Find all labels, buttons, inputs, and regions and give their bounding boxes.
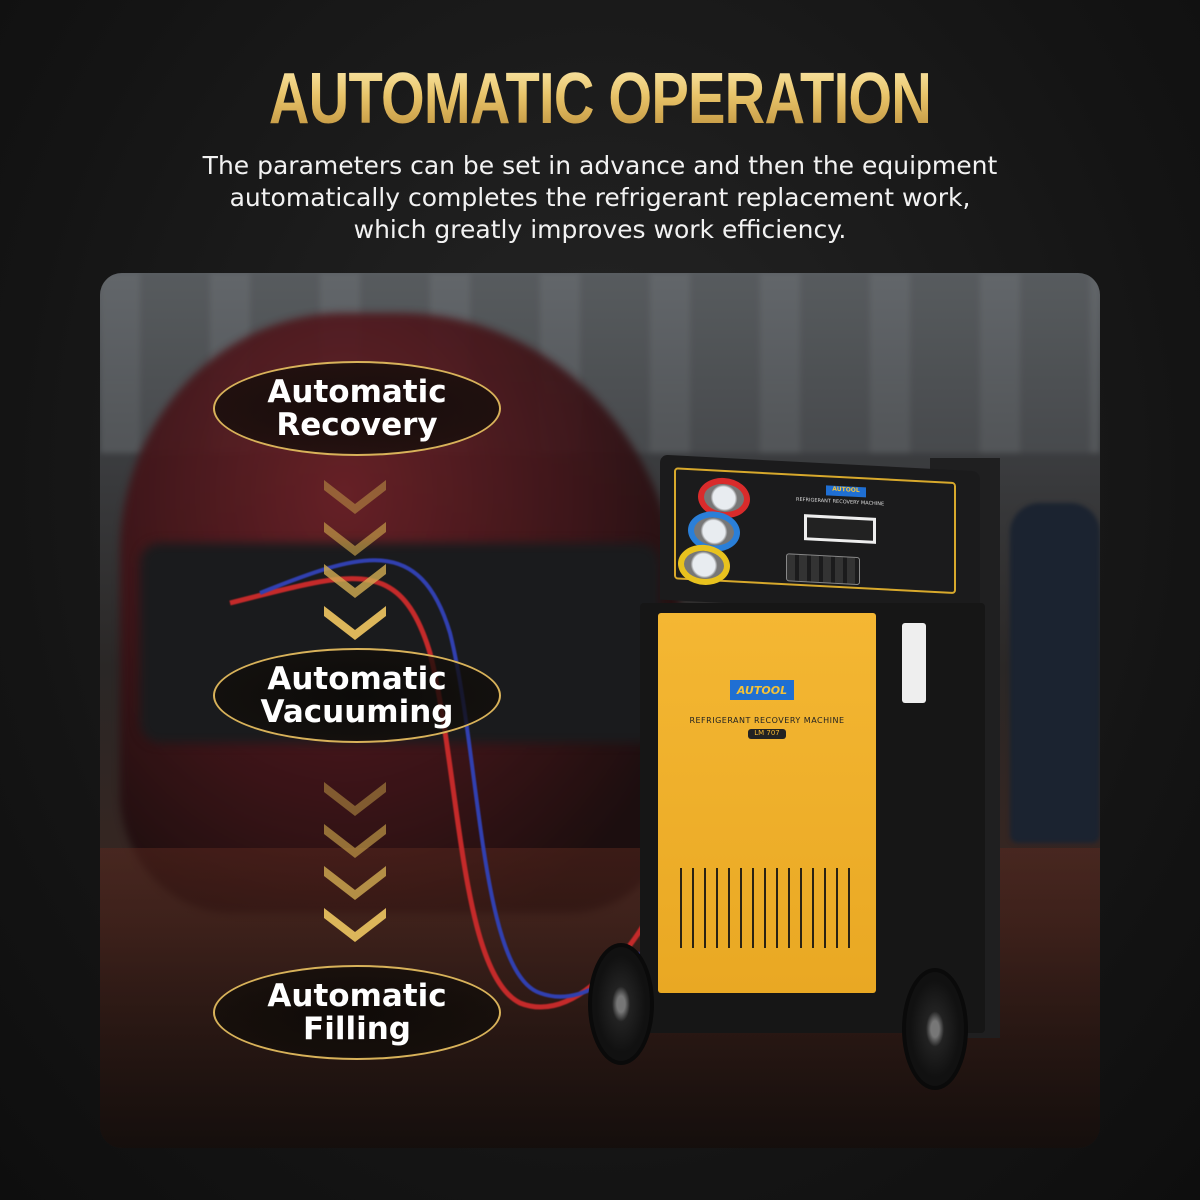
step-label: Vacuuming [260, 693, 454, 730]
model-badge: LM 707 [748, 729, 786, 739]
wheel-right [902, 968, 968, 1090]
control-console: AUTOOL REFRIGERANT RECOVERY MACHINE [660, 454, 980, 617]
front-panel: AUTOOL REFRIGERANT RECOVERY MACHINE LM 7… [658, 613, 876, 993]
chevron-down-icon [324, 606, 386, 640]
chevron-down-icon [324, 782, 386, 816]
autool-logo: AUTOOL [730, 680, 794, 700]
keypad [786, 553, 860, 586]
page-subtitle: The parameters can be set in advance and… [0, 150, 1200, 246]
worker-background [1010, 503, 1100, 843]
subtitle-line: automatically completes the refrigerant … [229, 183, 971, 212]
console-label: REFRIGERANT RECOVERY MACHINE [796, 496, 885, 508]
hoses [229, 558, 648, 1010]
subtitle-line: which greatly improves work efficiency. [353, 215, 847, 244]
step-label: Filling [303, 1010, 411, 1047]
wheel-left [588, 943, 654, 1065]
chevron-down-icon [324, 564, 386, 598]
step-label: Automatic [267, 977, 447, 1014]
product-label: REFRIGERANT RECOVERY MACHINE [689, 716, 845, 725]
refrigerant-recovery-machine: AUTOOL REFRIGERANT RECOVERY MACHINE AUTO… [588, 454, 1010, 1113]
chevron-down-icon [324, 908, 386, 942]
step-label: Automatic [267, 373, 447, 410]
chevron-down-icon [324, 866, 386, 900]
page-title: AUTOMATIC OPERATION [132, 58, 1068, 140]
step-label: Recovery [276, 406, 438, 443]
step-label: Automatic [267, 660, 447, 697]
console-logo: AUTOOL [826, 485, 866, 498]
chevron-down-icon [324, 480, 386, 514]
subtitle-line: The parameters can be set in advance and… [202, 151, 998, 180]
display-screen [804, 514, 876, 544]
chevron-down-icon [324, 522, 386, 556]
oil-bottle [902, 623, 926, 703]
chevron-down-icon [324, 824, 386, 858]
vent-slots [680, 868, 850, 948]
